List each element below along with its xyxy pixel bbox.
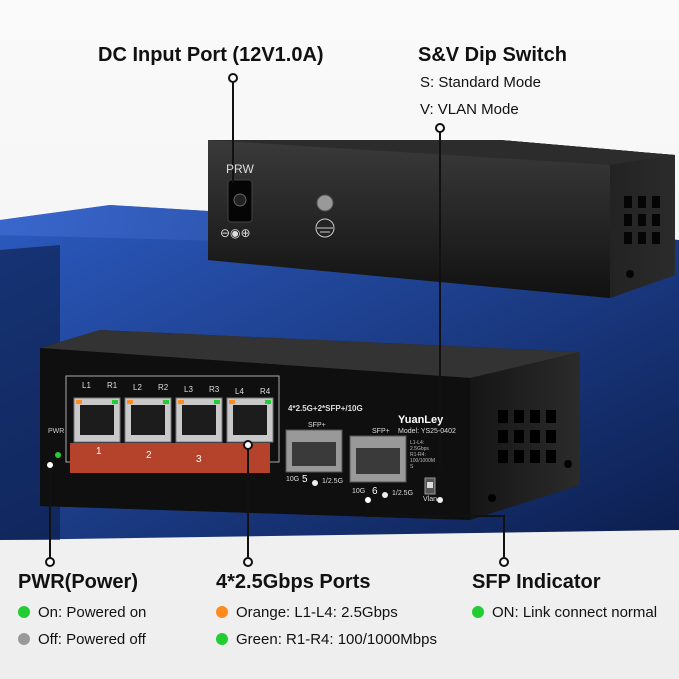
port-label-l1: L1 bbox=[82, 381, 91, 390]
pwr-off-item: Off: Powered off bbox=[18, 631, 146, 648]
port-label-l3: L3 bbox=[184, 385, 193, 394]
dip-switch-title: S&V Dip Switch bbox=[418, 44, 567, 66]
dc-input-title: DC Input Port (12V1.0A) bbox=[98, 44, 324, 66]
port-label-r4: R4 bbox=[260, 387, 271, 396]
sfp5-right-speed: 1/2.5G bbox=[322, 478, 344, 485]
port-label-r1: R1 bbox=[107, 381, 118, 390]
pwr-title: PWR(Power) bbox=[18, 571, 138, 593]
ports-green-item: Green: R1-R4: 100/1000Mbps bbox=[216, 631, 437, 648]
pwr-led bbox=[55, 452, 61, 458]
callout-lines bbox=[49, 78, 505, 560]
mini-legend: L1-L4: 2.5Gbps R1-R4: 100/1000M S bbox=[410, 440, 436, 470]
switch-front-unit bbox=[40, 330, 580, 520]
port-number-3: 3 bbox=[196, 454, 202, 465]
port-number-2: 2 bbox=[146, 450, 152, 461]
uplink-header: 4*2.5G+2*SFP+/10G bbox=[288, 404, 363, 413]
rear-power-label: PRW bbox=[226, 162, 254, 176]
ground-symbol-icon bbox=[315, 218, 335, 238]
sfp-cages bbox=[285, 429, 407, 483]
dip-switch-vlan: V: VLAN Mode bbox=[420, 101, 519, 118]
rear-polarity-symbol: ⊖◉⊕ bbox=[220, 226, 251, 240]
rj45-ports bbox=[73, 397, 274, 443]
pwr-label: PWR bbox=[48, 428, 65, 435]
vlan-label: Vlan bbox=[423, 496, 438, 503]
sfp5-label: SFP+ bbox=[308, 422, 326, 429]
sfp-on-item: ON: Link connect normal bbox=[472, 604, 657, 621]
sfp6-number: 6 bbox=[372, 486, 378, 497]
port-label-r2: R2 bbox=[158, 383, 169, 392]
sfp6-label: SFP+ bbox=[372, 428, 390, 435]
port-leds bbox=[76, 400, 271, 404]
green-dot-icon bbox=[216, 633, 228, 645]
brand-logo: YuanLey bbox=[398, 414, 444, 426]
pwr-on-item: On: Powered on bbox=[18, 604, 146, 621]
ports-orange-item: Orange: L1-L4: 2.5Gbps bbox=[216, 604, 398, 621]
orange-dot-icon bbox=[216, 606, 228, 618]
port-label-l2: L2 bbox=[133, 383, 142, 392]
green-dot-icon bbox=[472, 606, 484, 618]
sfp5-number: 5 bbox=[302, 474, 308, 485]
ports-title: 4*2.5Gbps Ports bbox=[216, 571, 371, 593]
switch-rear-unit bbox=[208, 140, 675, 298]
port-number-strip bbox=[70, 443, 270, 473]
ground-screw-icon bbox=[316, 194, 334, 212]
front-side-vents bbox=[498, 410, 556, 463]
dip-switch-standard: S: Standard Mode bbox=[420, 74, 541, 91]
model-label: Model: YS25-0402 bbox=[398, 428, 456, 435]
sfp5-left-speed: 10G bbox=[286, 476, 300, 483]
gray-dot-icon bbox=[18, 633, 30, 645]
port-label-r3: R3 bbox=[209, 385, 220, 394]
sfp6-right-speed: 1/2.5G bbox=[392, 490, 414, 497]
port-label-l4: L4 bbox=[235, 387, 244, 396]
sfp6-left-speed: 10G bbox=[352, 488, 366, 495]
port-number-1: 1 bbox=[96, 446, 102, 457]
green-dot-icon bbox=[18, 606, 30, 618]
callout-markers bbox=[45, 73, 509, 567]
sfp-indicator-title: SFP Indicator bbox=[472, 571, 601, 593]
rear-vents bbox=[624, 196, 660, 244]
